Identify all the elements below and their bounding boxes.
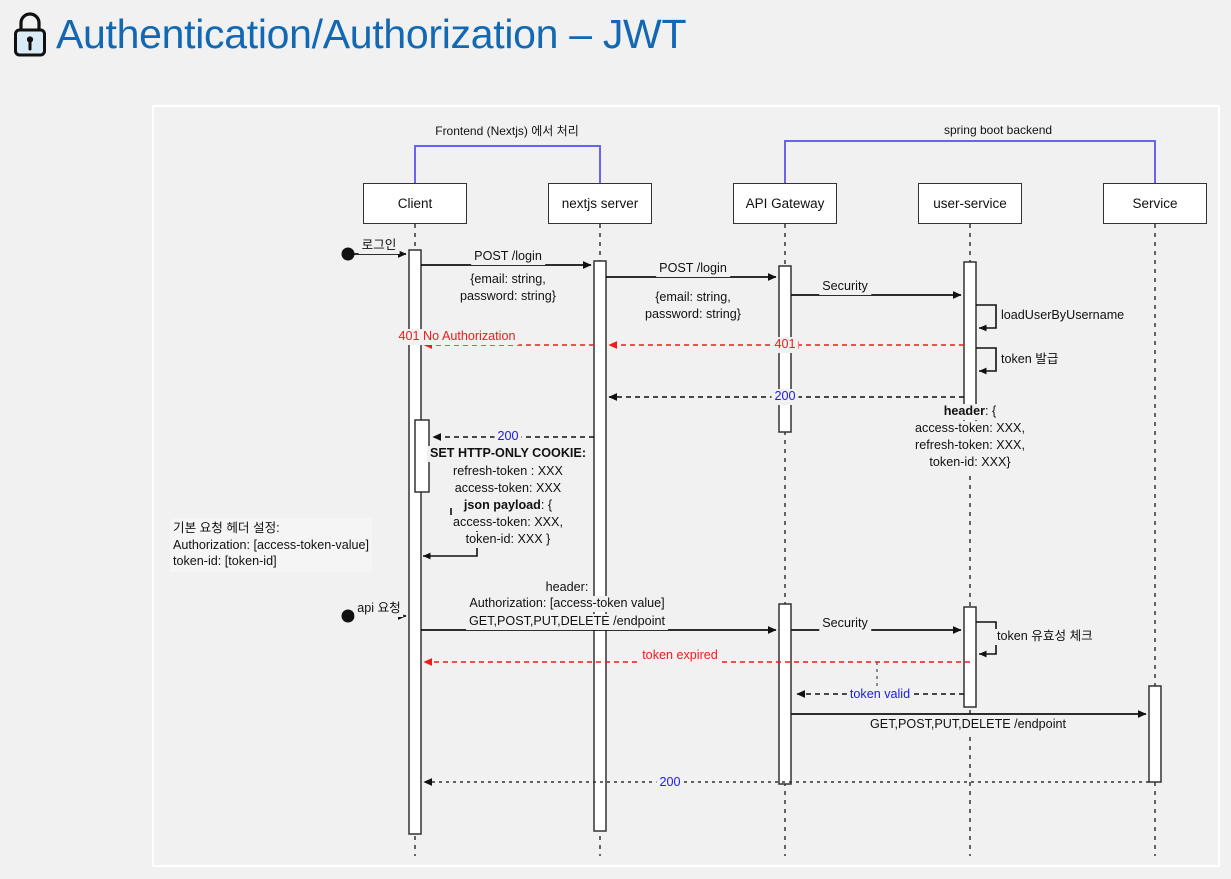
header2-line2: Authorization: [access-token value] — [466, 596, 668, 612]
lock-icon — [14, 12, 46, 57]
cookie-block-title: SET HTTP-ONLY COOKIE: — [426, 446, 590, 462]
header-block-line3: token-id: XXX} — [926, 455, 1014, 471]
note-line-1: 기본 요청 헤더 설정: — [173, 521, 280, 535]
cookie-block-line1: refresh-token : XXX — [450, 464, 566, 480]
page-header: Authentication/Authorization – JWT — [10, 8, 686, 60]
message-label-api-request: api 요청 — [354, 601, 404, 617]
self-loadUserByUsername — [976, 304, 997, 332]
cookie-block-json-open: : { — [540, 498, 553, 512]
message-label-token-expired: token expired — [639, 648, 721, 664]
cookie-block-line4: token-id: XXX } — [462, 532, 554, 548]
message-body-1-line2: password: string} — [457, 289, 559, 305]
participant-nextjs-server[interactable]: nextjs server — [548, 183, 652, 224]
activation-bars — [408, 249, 1162, 835]
self-token-check — [976, 621, 997, 658]
message-label-200-a: 200 — [771, 389, 799, 405]
message-label-401: 401 — [771, 337, 799, 353]
header-block-title: header: { — [940, 404, 1000, 420]
cookie-block-json: json payload: { — [460, 498, 556, 514]
group-label-frontend: Frontend (Nextjs) 에서 처리 — [431, 122, 583, 139]
message-label-security-1: Security — [819, 279, 871, 295]
message-label-200-b: 200 — [494, 429, 522, 445]
cookie-block-line3: access-token: XXX, — [450, 515, 566, 531]
page-title: Authentication/Authorization – JWT — [56, 10, 687, 57]
message-label-token-validity-check: token 유효성 체크 — [994, 629, 1096, 645]
participant-api-gateway[interactable]: API Gateway — [733, 183, 837, 224]
message-label-post-login-2: POST /login — [656, 261, 730, 277]
header-block-title-open: : { — [985, 404, 997, 418]
group-bracket-frontend — [414, 145, 601, 204]
group-bracket-backend — [784, 140, 1156, 204]
message-body-2-line2: password: string} — [642, 307, 744, 323]
message-label-endpoint-2: GET,POST,PUT,DELETE /endpoint — [867, 717, 1069, 733]
message-body-2-line1: {email: string, — [652, 290, 734, 306]
message-label-endpoint-1: GET,POST,PUT,DELETE /endpoint — [466, 614, 668, 630]
message-label-token-valid: token valid — [846, 687, 914, 703]
message-label-security-2: Security — [819, 616, 871, 632]
cookie-block-title-bold: SET HTTP-ONLY COOKIE: — [429, 446, 587, 460]
participant-service[interactable]: Service — [1103, 183, 1207, 224]
cookie-block-line2: access-token: XXX — [451, 481, 565, 497]
note-line-3: token-id: [token-id] — [173, 554, 277, 569]
participant-user-service[interactable]: user-service — [918, 183, 1022, 224]
message-label-load-user-by-username: loadUserByUsername — [998, 308, 1128, 324]
header-block-line1: access-token: XXX, — [912, 421, 1028, 437]
note-line-2: Authorization: [access-token-value] — [173, 537, 370, 552]
message-label-token-issue: token 발급 — [998, 352, 1062, 368]
message-label-401-no-authorization: 401 No Authorization — [395, 329, 519, 345]
header-block-line2: refresh-token: XXX, — [912, 438, 1028, 454]
header-block-title-bold: header — [943, 404, 986, 418]
message-label-login: 로그인 — [358, 238, 400, 254]
message-body-1-line1: {email: string, — [467, 272, 549, 288]
note-default-request-header: 기본 요청 헤더 설정: Authorization: [access-toke… — [170, 518, 373, 572]
cookie-block-json-bold: json payload — [463, 498, 541, 512]
message-label-post-login-1: POST /login — [471, 249, 545, 265]
participant-client[interactable]: Client — [363, 183, 467, 224]
header2-line1: header: — [542, 580, 592, 596]
self-token-issue — [976, 347, 997, 375]
message-label-200-c: 200 — [656, 775, 684, 791]
diagram-frame — [152, 105, 1220, 867]
group-label-backend: spring boot backend — [939, 123, 1057, 137]
